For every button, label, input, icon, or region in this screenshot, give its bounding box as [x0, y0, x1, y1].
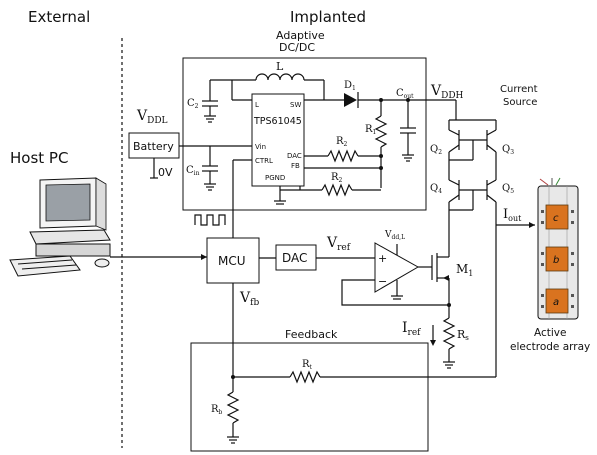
pin-vin: Vin: [255, 143, 266, 151]
current-source-line2: Source: [503, 97, 537, 108]
d1-label: D1: [344, 80, 356, 92]
q2-label: Q2: [430, 144, 442, 156]
q5-label: Q5: [502, 183, 514, 195]
dac-label: DAC: [282, 251, 307, 265]
opamp-feedback-wire: [341, 279, 449, 306]
electrode-pad-b: b: [545, 246, 569, 272]
vddh-label: VDDH: [430, 83, 464, 101]
electrode-array: c b a: [537, 177, 579, 320]
pin-dac: DAC: [287, 152, 302, 160]
mcu-block: [206, 237, 260, 284]
battery-label: Battery: [133, 140, 174, 153]
pin-sw: SW: [290, 101, 301, 109]
resistor-r2-pgnd: [321, 183, 353, 197]
electrode-array-line1: Active: [534, 327, 566, 339]
chip-name: TPS61045: [253, 116, 302, 127]
zero-v-label: 0V: [158, 166, 173, 179]
vddl-label: VDDL: [136, 108, 168, 126]
feedback-title: Feedback: [285, 328, 338, 341]
resistor-rt: [289, 370, 321, 384]
r2-pgnd-label: R2: [331, 172, 343, 184]
diode-d1: [344, 93, 357, 107]
pin-fb: FB: [291, 162, 300, 170]
cin-label: Cin: [186, 165, 200, 177]
implanted-label: Implanted: [290, 8, 366, 26]
rs-label: Rs: [457, 328, 469, 342]
inductor: [255, 73, 305, 81]
iout-label: Iout: [503, 207, 522, 223]
q4-label: Q4: [430, 183, 442, 195]
q3-label: Q3: [502, 144, 514, 156]
current-mirror: [448, 100, 497, 245]
electrode-array-line2: electrode array: [510, 341, 590, 353]
mcu-label: MCU: [218, 254, 246, 268]
vref-label: Vref: [326, 235, 351, 253]
r1-label: R1: [365, 124, 376, 136]
electrode-pad-a: a: [545, 288, 569, 314]
opamp-minus: −: [378, 275, 387, 288]
cout-label: Cout: [396, 88, 414, 100]
svg-text:b: b: [553, 255, 559, 266]
vfb-label: Vfb: [239, 290, 259, 308]
resistor-rs: [442, 317, 456, 350]
iref-label: Iref: [402, 320, 421, 338]
rt-label: Rt: [302, 359, 313, 371]
pc-to-mcu-arrow: [201, 254, 207, 260]
host-pc-label: Host PC: [10, 149, 68, 167]
svg-text:a: a: [553, 297, 559, 308]
pin-pgnd: PGND: [265, 174, 285, 182]
iref-arrow: [430, 340, 436, 346]
tps61045-chip: [251, 93, 305, 187]
pin-ctrl: CTRL: [255, 157, 273, 165]
m1-label: M1: [456, 262, 473, 278]
resistor-r1: [374, 115, 388, 148]
svg-text:c: c: [553, 213, 559, 224]
rb-label: Rb: [211, 404, 223, 416]
external-label: External: [28, 8, 90, 26]
dcdc-title-line1: Adaptive: [276, 29, 325, 42]
electrode-pad-c: c: [545, 204, 569, 230]
pwm-signal-icon: [194, 214, 226, 226]
r2-dac-label: R2: [336, 136, 348, 148]
resistor-r2-dac: [327, 149, 359, 163]
vddl-amp-label: Vdd,L: [384, 230, 405, 241]
feedback-box: [190, 342, 429, 452]
resistor-rb: [226, 391, 240, 424]
dac-block: [275, 244, 317, 271]
dcdc-title-line2: DC/DC: [279, 41, 315, 54]
opamp-plus: +: [378, 252, 387, 265]
inductor-label: L: [276, 60, 284, 73]
c2-label: C2: [187, 98, 199, 110]
computer-icon: [9, 177, 111, 277]
pin-l: L: [255, 101, 259, 109]
current-source-line1: Current: [500, 84, 538, 95]
